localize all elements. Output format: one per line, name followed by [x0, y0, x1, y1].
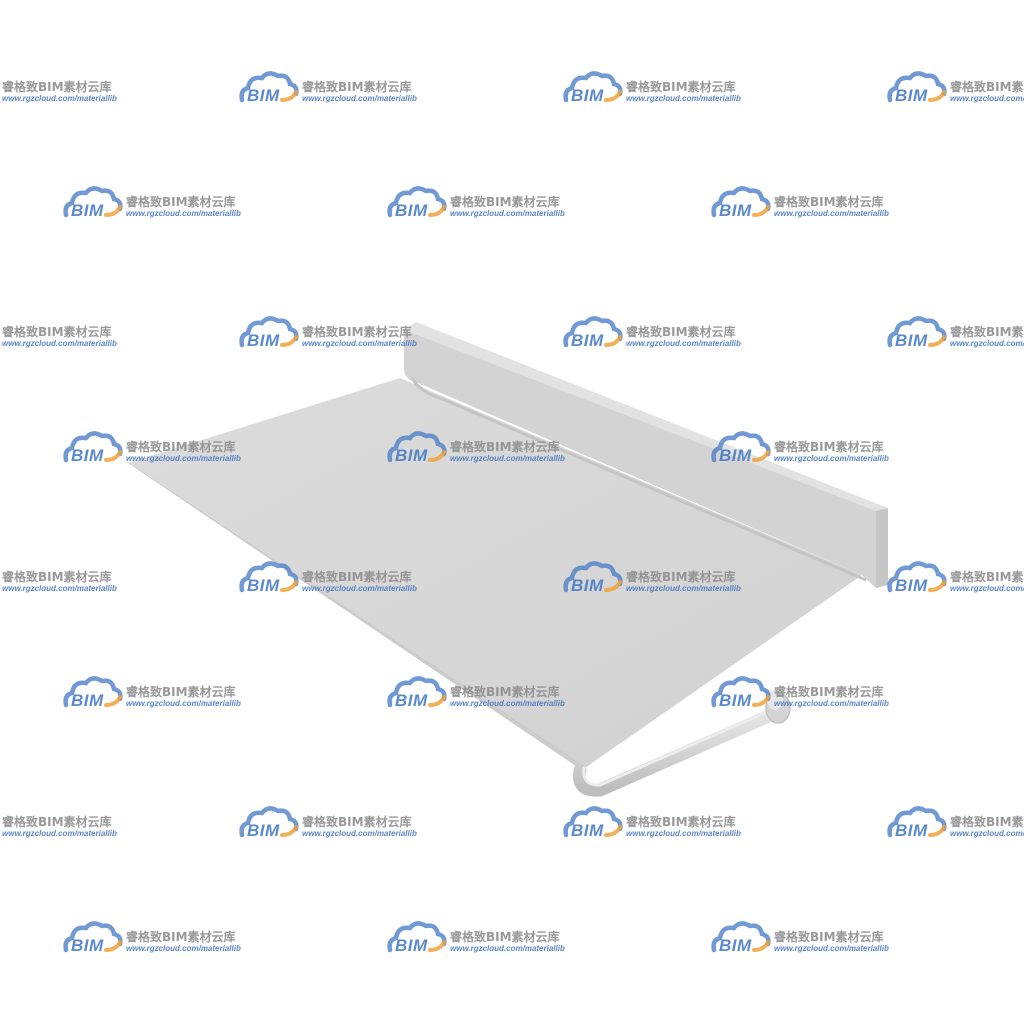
countertop-front-edge: [126, 461, 582, 770]
backsplash-top: [404, 322, 888, 511]
backsplash-end-cap: [876, 508, 888, 588]
backsplash-face: [404, 322, 876, 588]
countertop-surface: [128, 378, 862, 770]
backsplash-fillet: [410, 377, 867, 582]
towel-rail-bar: [572, 705, 785, 797]
towel-rail-highlight: [582, 706, 778, 787]
towel-rail-end-cap: [767, 690, 783, 710]
